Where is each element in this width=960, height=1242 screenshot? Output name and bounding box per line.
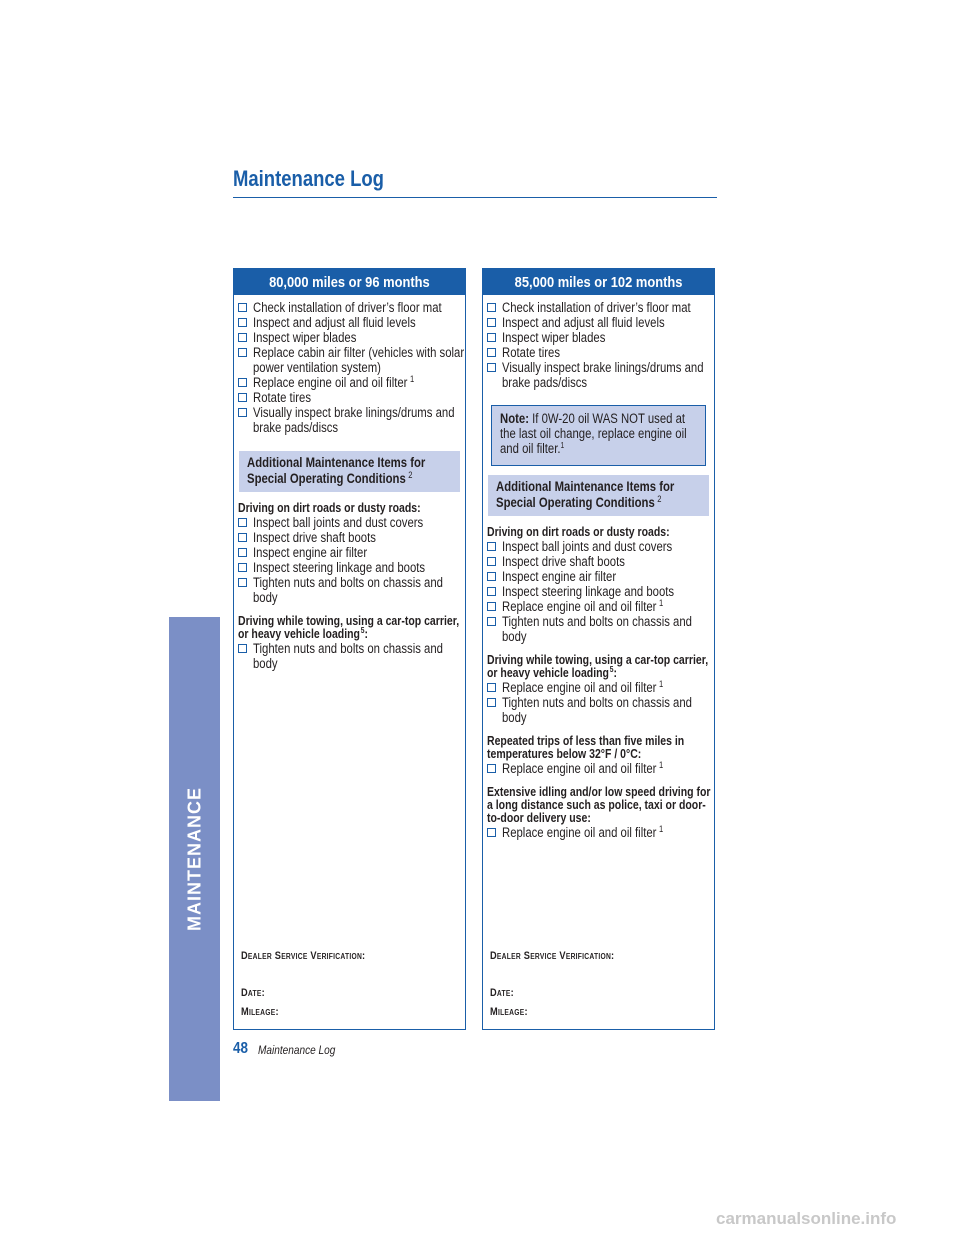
checklist-item[interactable]: Inspect and adjust all fluid levels [234, 315, 465, 330]
section-heading: Repeated trips of less than five miles i… [487, 734, 685, 761]
checklist-item[interactable]: Visually inspect brake linings/drums and… [483, 360, 714, 390]
checklist-item[interactable]: Inspect wiper blades [483, 330, 714, 345]
column-header: 85,000 miles or 102 months [483, 269, 714, 295]
checklist-item[interactable]: Inspect steering linkage and boots [234, 560, 465, 575]
checklist-item[interactable]: Replace cabin air filter (vehicles with … [234, 345, 465, 375]
checkbox-icon[interactable] [238, 378, 247, 387]
checkbox-icon[interactable] [487, 683, 496, 692]
column-body: Check installation of driver’s floor mat… [234, 295, 465, 1029]
checklist-item[interactable]: Rotate tires [234, 390, 465, 405]
checkbox-icon[interactable] [487, 587, 496, 596]
checkbox-icon[interactable] [487, 348, 496, 357]
checkbox-icon[interactable] [238, 548, 247, 557]
checklist-item[interactable]: Check installation of driver’s floor mat [234, 300, 465, 315]
checklist: Inspect ball joints and dust covers Insp… [234, 515, 465, 605]
checkbox-icon[interactable] [238, 303, 247, 312]
checklist-item[interactable]: Tighten nuts and bolts on chassis and bo… [483, 695, 714, 725]
checklist-item[interactable]: Tighten nuts and bolts on chassis and bo… [483, 614, 714, 644]
checklist-item[interactable]: Inspect drive shaft boots [234, 530, 465, 545]
checkbox-icon[interactable] [238, 518, 247, 527]
checkbox-icon[interactable] [238, 408, 247, 417]
additional-items-heading: Additional Maintenance Items for Special… [239, 451, 460, 492]
checkbox-icon[interactable] [487, 557, 496, 566]
watermark: carmanualsonline.info [716, 1209, 897, 1228]
checklist-item[interactable]: Rotate tires [483, 345, 714, 360]
checkbox-icon[interactable] [487, 542, 496, 551]
checkbox-icon[interactable] [238, 348, 247, 357]
date-label: Date: [241, 987, 265, 999]
checkbox-icon[interactable] [487, 698, 496, 707]
checklist-item[interactable]: Inspect engine air filter [483, 569, 714, 584]
checklist: Check installation of driver’s floor mat… [234, 295, 465, 435]
checklist-item[interactable]: Inspect steering linkage and boots [483, 584, 714, 599]
section-heading: Driving on dirt roads or dusty roads: [238, 501, 421, 515]
checkbox-icon[interactable] [487, 333, 496, 342]
side-tab: MAINTENANCE [169, 617, 220, 1101]
checklist-item[interactable]: Inspect drive shaft boots [483, 554, 714, 569]
checklist-item[interactable]: Tighten nuts and bolts on chassis and bo… [234, 641, 465, 671]
log-column-85000: 85,000 miles or 102 months Check install… [482, 268, 715, 1030]
checkbox-icon[interactable] [238, 563, 247, 572]
column-body: Check installation of driver’s floor mat… [483, 295, 714, 1029]
dealer-verification-label: Dealer Service Verification: [241, 950, 366, 962]
checklist: Check installation of driver’s floor mat… [483, 295, 714, 390]
checklist-item[interactable]: Tighten nuts and bolts on chassis and bo… [234, 575, 465, 605]
column-header: 80,000 miles or 96 months [234, 269, 465, 295]
checklist: Inspect ball joints and dust covers Insp… [483, 539, 714, 644]
checkbox-icon[interactable] [238, 393, 247, 402]
checkbox-icon[interactable] [238, 578, 247, 587]
checkbox-icon[interactable] [487, 303, 496, 312]
section-heading: Driving on dirt roads or dusty roads: [487, 525, 670, 539]
checklist-item[interactable]: Visually inspect brake linings/drums and… [234, 405, 465, 435]
checkbox-icon[interactable] [487, 617, 496, 626]
page-footer-label: Maintenance Log [258, 1043, 336, 1057]
checklist-item[interactable]: Inspect ball joints and dust covers [483, 539, 714, 554]
section-heading: Driving while towing, using a car-top ca… [487, 653, 709, 680]
mileage-label: Mileage: [490, 1006, 528, 1018]
dealer-verification-label: Dealer Service Verification: [490, 950, 615, 962]
checklist-item[interactable]: Inspect ball joints and dust covers [234, 515, 465, 530]
additional-items-heading: Additional Maintenance Items for Special… [488, 475, 709, 516]
checkbox-icon[interactable] [487, 572, 496, 581]
checkbox-icon[interactable] [487, 764, 496, 773]
checkbox-icon[interactable] [238, 644, 247, 653]
checkbox-icon[interactable] [487, 602, 496, 611]
section-heading: Driving while towing, using a car-top ca… [238, 614, 460, 641]
checkbox-icon[interactable] [238, 333, 247, 342]
page-title: Maintenance Log [233, 166, 384, 191]
section-heading: Extensive idling and/or low speed drivin… [487, 785, 711, 825]
checkbox-icon[interactable] [487, 363, 496, 372]
side-tab-label: MAINTENANCE [184, 787, 204, 931]
checkbox-icon[interactable] [487, 318, 496, 327]
checklist-item[interactable]: Check installation of driver’s floor mat [483, 300, 714, 315]
checklist: Tighten nuts and bolts on chassis and bo… [234, 641, 465, 671]
page-number: 48 [233, 1040, 248, 1057]
checkbox-icon[interactable] [487, 828, 496, 837]
checkbox-icon[interactable] [238, 318, 247, 327]
checkbox-icon[interactable] [238, 533, 247, 542]
date-label: Date: [490, 987, 514, 999]
oil-note: Note: If 0W-20 oil WAS NOT used at the l… [491, 405, 706, 466]
checklist-item[interactable]: Inspect engine air filter [234, 545, 465, 560]
log-column-80000: 80,000 miles or 96 months Check installa… [233, 268, 466, 1030]
title-rule [233, 197, 717, 198]
checklist-item[interactable]: Inspect wiper blades [234, 330, 465, 345]
mileage-label: Mileage: [241, 1006, 279, 1018]
checklist-item[interactable]: Inspect and adjust all fluid levels [483, 315, 714, 330]
